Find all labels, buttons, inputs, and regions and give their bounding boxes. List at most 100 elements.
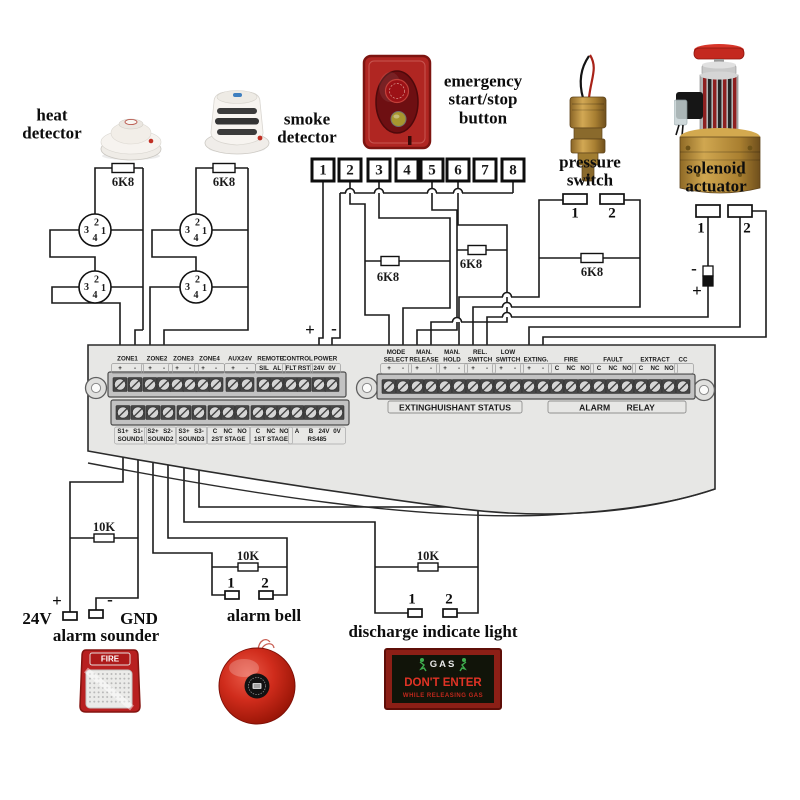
screw-slot xyxy=(198,380,208,389)
screw-slot xyxy=(426,382,436,391)
smoke-detector-label: smoke detector xyxy=(277,109,337,147)
row2-sub-label: A xyxy=(295,428,300,435)
button-terminal-number: 2 xyxy=(346,163,354,179)
button-terminal-6 xyxy=(445,157,471,183)
resistor-label-button_loop1: 6K8 xyxy=(377,270,399,284)
row3-group-name: SELECT xyxy=(384,357,409,364)
bell-terminal-1 xyxy=(224,590,240,600)
screw-slot xyxy=(440,382,450,391)
screw-slot xyxy=(172,380,182,389)
label-bracket xyxy=(408,363,440,374)
label-bracket xyxy=(282,363,313,374)
row3-sub-label: - xyxy=(542,365,544,372)
label-bracket xyxy=(114,426,147,445)
screw-slot xyxy=(650,382,660,391)
wire xyxy=(511,217,709,318)
screw-slot xyxy=(272,380,282,389)
row1-sub-label: + xyxy=(201,365,205,372)
row3-group-name: FIRE xyxy=(564,357,578,364)
row3-sub-label: - xyxy=(430,365,432,372)
sounder-plus-mark: + xyxy=(52,591,62,610)
row2-sub-label: B xyxy=(309,428,314,435)
button-terminal-number: 4 xyxy=(403,163,411,179)
pressure-terminal-1 xyxy=(562,193,588,205)
detector-base-pin: 4 xyxy=(194,233,199,244)
screw-slot xyxy=(538,382,548,391)
row2-sub-label: NO xyxy=(279,428,288,435)
row3-sub-label: - xyxy=(458,365,460,372)
resistor-button_loop1 xyxy=(380,255,400,267)
resistor-label-heat: 6K8 xyxy=(112,175,134,189)
row3-sub-label: + xyxy=(499,365,503,372)
row2-group-name: SOUND3 xyxy=(179,436,205,443)
detector-base xyxy=(179,270,213,304)
row3-sub-label: NC xyxy=(651,365,660,372)
row2-sub-label: NC xyxy=(224,428,233,435)
row3-group-name: CC xyxy=(679,357,688,364)
row1-group-name: ZONE1 xyxy=(117,356,138,363)
sign-dont-enter-text: DON'T ENTER xyxy=(404,677,482,689)
screw-slot xyxy=(163,408,173,417)
row2-group-name: RS485 xyxy=(308,436,327,443)
pressure-terminal-1-label: 1 xyxy=(571,205,579,222)
detector-base xyxy=(179,213,213,247)
screw-slot xyxy=(314,380,324,389)
detector-base-pin: 2 xyxy=(195,275,200,286)
screw-slot xyxy=(496,382,506,391)
detector-base-pin: 2 xyxy=(94,218,99,229)
label-bracket xyxy=(111,363,144,374)
wire-hop xyxy=(452,187,464,194)
detector-base-pin: 1 xyxy=(202,283,207,294)
detector-base-pin: 1 xyxy=(101,226,106,237)
row1-group-name: CONTROL xyxy=(282,356,313,363)
resistor-smoke xyxy=(212,162,236,174)
wire xyxy=(511,199,563,298)
wire xyxy=(457,181,508,323)
diode-minus-mark: - xyxy=(691,259,697,278)
solenoid-terminal-2-label: 2 xyxy=(743,220,751,237)
row3-sub-label: C xyxy=(639,365,644,372)
row1-sub-label: SIL xyxy=(259,365,269,372)
screw-slot xyxy=(299,380,309,389)
row2-sub-label: S3+ xyxy=(178,428,190,435)
row1-sub-label: - xyxy=(246,365,248,372)
wire-hop xyxy=(501,301,513,308)
wire xyxy=(151,229,197,271)
bell-terminal-2 xyxy=(258,590,274,600)
discharge-light-label: discharge indicate light xyxy=(348,622,518,641)
row2-sub-label: S1- xyxy=(133,428,143,435)
solenoid-terminal-1-label: 1 xyxy=(697,220,705,237)
screw-slot xyxy=(306,408,316,417)
row3-sub-label: NO xyxy=(622,365,631,372)
button-terminal-number: 3 xyxy=(375,163,383,179)
label-bracket xyxy=(464,363,496,374)
pressure-switch-image xyxy=(563,52,613,192)
light-terminal-1 xyxy=(407,608,423,618)
sounder-gnd-label: GND xyxy=(120,609,158,628)
row1-sub-label: - xyxy=(215,365,217,372)
wire xyxy=(134,329,143,346)
wire xyxy=(163,168,249,346)
row1-sub-label: - xyxy=(163,365,165,372)
mounting-hole-center xyxy=(90,382,102,394)
label-bracket xyxy=(632,363,678,374)
detector-base-pin: 4 xyxy=(93,233,98,244)
row1-group-name: ZONE3 xyxy=(173,356,194,363)
screw-slot xyxy=(253,408,263,417)
panel-board: ZONE1+-ZONE2+-ZONE3+-ZONE4+-AUX24V+-REMO… xyxy=(84,344,716,517)
wire-hop xyxy=(451,316,463,323)
row2-sub-label: NC xyxy=(267,428,276,435)
screw-slot xyxy=(242,380,252,389)
screw-slot xyxy=(510,382,520,391)
label-bracket xyxy=(206,426,251,445)
row3-sub-label: - xyxy=(486,365,488,372)
screw-slot xyxy=(130,380,140,389)
power-plus-mark: + xyxy=(305,320,315,339)
wire-hop xyxy=(373,187,385,194)
row2-sub-label: C xyxy=(213,428,218,435)
screw-slot xyxy=(594,382,604,391)
resistor-label-pressure: 6K8 xyxy=(581,265,603,279)
detector-base xyxy=(78,270,112,304)
button-terminal-number: 5 xyxy=(428,163,436,179)
